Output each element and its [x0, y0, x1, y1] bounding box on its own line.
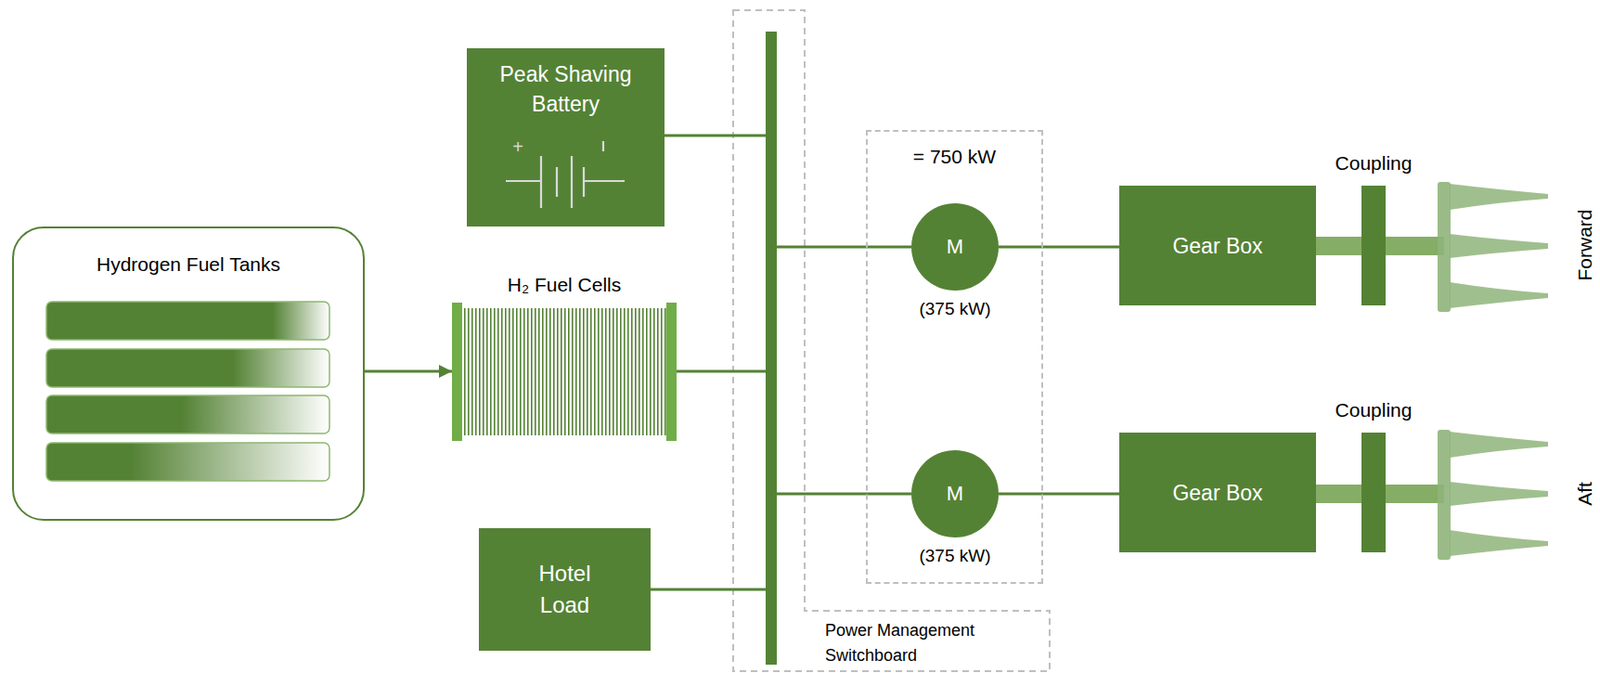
shaft	[1385, 484, 1445, 504]
battery-box: Peak Shaving Battery	[466, 48, 665, 227]
propeller-hub	[1437, 181, 1451, 312]
propeller-blade	[1449, 431, 1549, 458]
node-label: M	[911, 233, 999, 260]
shaft	[1316, 484, 1362, 504]
switchboard-outline	[733, 10, 1050, 671]
motor-circle: M(375 kW)	[911, 450, 999, 538]
battery-symbol	[505, 141, 625, 208]
fuel-tank	[46, 395, 330, 434]
direction-label: Forward	[1574, 208, 1595, 281]
power-line	[664, 134, 772, 138]
fuel-cell-stack	[462, 308, 667, 436]
node-sublabel: (375 kW)	[874, 297, 1036, 321]
node-label: Gear Box	[1119, 478, 1317, 506]
fuel-cell-box: H₂ Fuel Cells	[451, 302, 677, 441]
fuel-tank	[46, 348, 330, 388]
motor-circle: M(375 kW)	[911, 203, 999, 291]
propeller-blade	[1449, 529, 1549, 556]
node-label: Hydrogen Fuel Tanks	[13, 252, 363, 277]
fuel-tank	[46, 301, 330, 340]
motor-group-box: = 750 kWM(375 kW)M(375 kW)	[865, 129, 1044, 584]
node-label: H₂ Fuel Cells	[433, 272, 696, 297]
gearbox-box: Gear Box	[1119, 432, 1317, 553]
polarity-mark: +	[512, 137, 524, 156]
bus-bar	[765, 31, 777, 665]
direction-label: Aft	[1574, 481, 1595, 506]
node-label: Hotel Load	[478, 557, 651, 620]
fuel-tank	[46, 442, 330, 481]
propeller-hub	[1437, 429, 1451, 560]
switchboard-box: Power Management Switchboard	[733, 10, 1050, 671]
power-line	[771, 245, 912, 249]
node-sublabel: (375 kW)	[874, 544, 1036, 568]
power-line	[998, 245, 1120, 249]
node-label: Power Management Switchboard	[825, 618, 1025, 669]
node-label: Peak Shaving Battery	[466, 59, 665, 119]
shaft	[1385, 236, 1445, 256]
propeller-blade	[1449, 233, 1549, 259]
power-line	[650, 588, 772, 592]
node-label: M	[911, 480, 999, 507]
shaft	[1316, 236, 1362, 256]
propeller	[1437, 429, 1549, 560]
end-plate	[451, 302, 463, 441]
node-label: Gear Box	[1119, 232, 1317, 259]
hotel-load-box: Hotel Load	[478, 528, 651, 651]
gearbox-box: Gear Box	[1119, 185, 1317, 306]
propeller-blade	[1449, 481, 1549, 506]
propeller-blade	[1449, 282, 1549, 309]
power-line	[676, 370, 772, 374]
power-line	[998, 492, 1120, 496]
power-line	[364, 370, 452, 374]
node-label: Coupling	[1305, 151, 1442, 176]
propeller	[1437, 181, 1549, 312]
end-plate	[666, 302, 677, 441]
coupling-plate: Coupling	[1361, 185, 1386, 306]
node-label: Coupling	[1305, 398, 1442, 423]
tank-group-box: Hydrogen Fuel Tanks	[12, 226, 365, 521]
power-line	[771, 492, 912, 496]
coupling-plate: Coupling	[1361, 432, 1386, 553]
node-label: = 750 kW	[867, 144, 1042, 169]
propeller-blade	[1449, 183, 1549, 210]
